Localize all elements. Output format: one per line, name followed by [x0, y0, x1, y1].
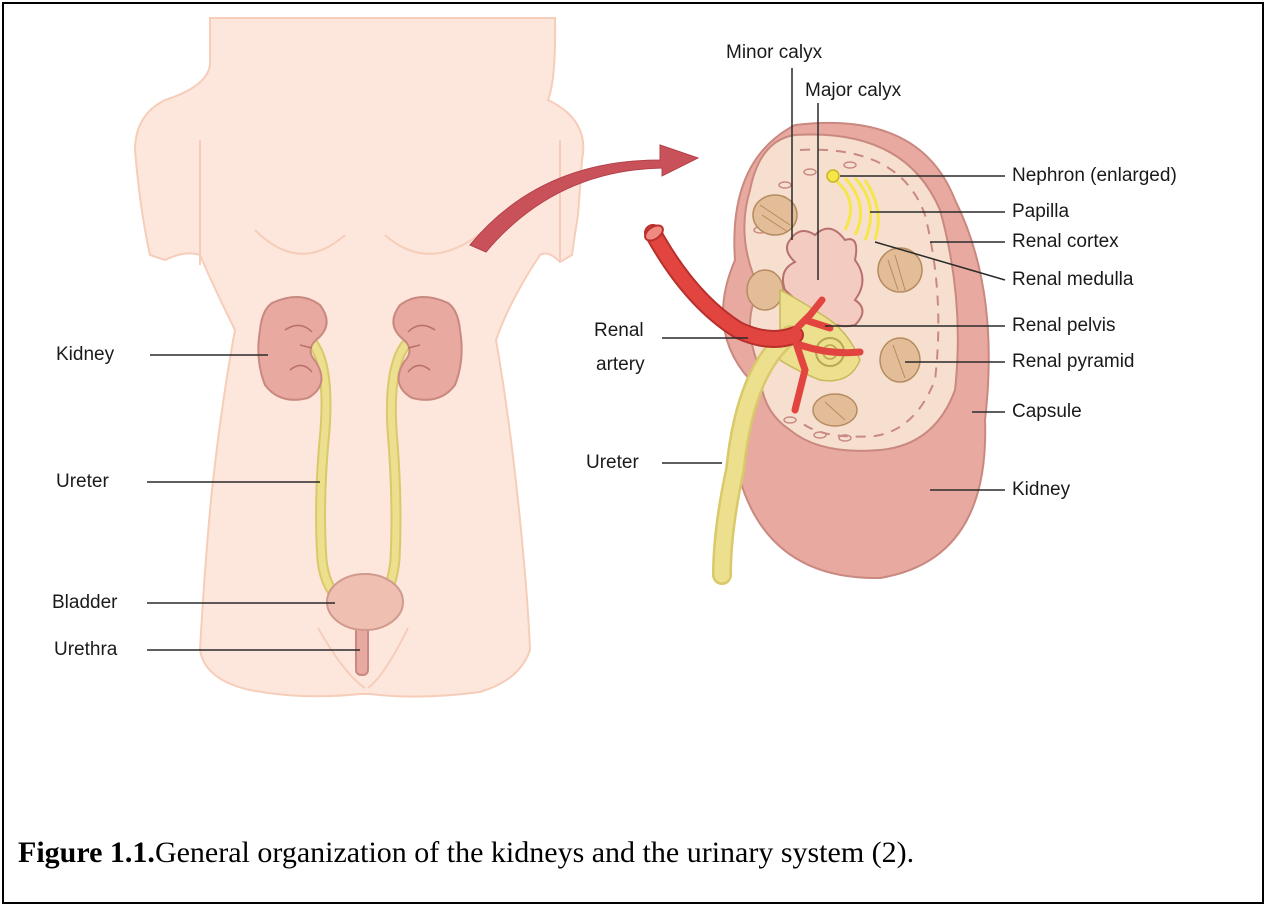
label-urethra: Urethra	[54, 639, 117, 661]
label-ureter-body: Ureter	[56, 471, 109, 493]
label-renal-artery-line1: Renal	[594, 320, 644, 342]
label-kidney-section: Kidney	[1012, 479, 1070, 501]
label-renal-pyramid: Renal pyramid	[1012, 351, 1135, 373]
label-capsule: Capsule	[1012, 401, 1082, 423]
label-bladder: Bladder	[52, 592, 118, 614]
figure-caption: Figure 1.1.General organization of the k…	[18, 836, 914, 870]
label-nephron: Nephron (enlarged)	[1012, 165, 1177, 187]
caption-number: Figure 1.1.	[18, 836, 155, 869]
label-renal-cortex: Renal cortex	[1012, 231, 1119, 253]
kidney-cross-section-icon	[642, 123, 988, 578]
label-papilla: Papilla	[1012, 201, 1069, 223]
label-minor-calyx: Minor calyx	[726, 42, 822, 64]
label-kidney-body: Kidney	[56, 344, 114, 366]
caption-text: General organization of the kidneys and …	[155, 836, 914, 869]
label-ureter-section: Ureter	[586, 452, 639, 474]
label-major-calyx: Major calyx	[805, 80, 901, 102]
label-renal-artery-line2: artery	[596, 354, 645, 376]
label-renal-medulla: Renal medulla	[1012, 269, 1133, 291]
label-renal-pelvis: Renal pelvis	[1012, 315, 1116, 337]
